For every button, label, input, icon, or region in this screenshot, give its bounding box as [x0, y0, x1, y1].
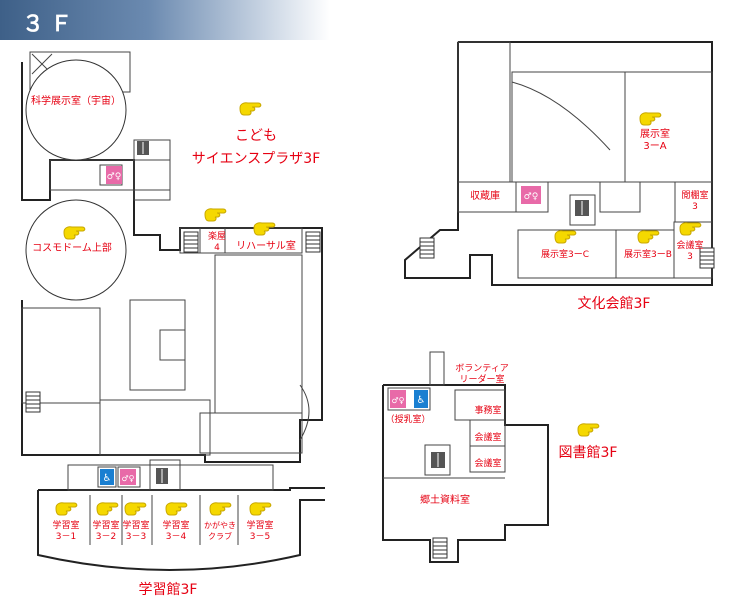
pointing-hand-icon [204, 208, 227, 222]
pointing-hand-icon [249, 502, 272, 516]
cosmo-dome-shape [25, 199, 127, 301]
culture-hall-name: 文化会館3F [578, 295, 651, 312]
svg-text:♂♀: ♂♀ [524, 192, 539, 202]
room-line2: 3－2 [96, 532, 116, 542]
pointing-hand-icon [639, 112, 662, 126]
restroom-icon: ♂♀ [120, 469, 136, 485]
svg-text:♿: ♿ [417, 395, 426, 406]
restroom-icon: ♂♀ [106, 166, 122, 184]
room-line2: 3－1 [56, 532, 76, 542]
wheelchair-icon: ♿ [100, 469, 114, 485]
pointing-hand-icon [55, 502, 78, 516]
rehearsal-room-label: リハーサル室 [236, 239, 296, 252]
room-line1: 学習室 [122, 519, 149, 531]
kagayaki-club: かがやき クラブ [204, 502, 236, 541]
library-name: 図書館3F [559, 444, 618, 461]
learning-room-3-5: 学習室 3－5 [246, 502, 274, 542]
green-room-label: 楽屋 [208, 230, 226, 242]
science-plaza-building [21, 51, 323, 463]
svg-text:♂♀: ♂♀ [391, 396, 404, 405]
svg-text:♂♀: ♂♀ [107, 172, 122, 182]
room-line1: 学習室 [246, 519, 273, 531]
elevator-icon [575, 200, 589, 216]
showroom-3-label: 閲棚室 [681, 189, 708, 201]
elevator-icon [137, 141, 149, 155]
svg-text:♿: ♿ [103, 473, 112, 484]
wheelchair-icon: ♿ [414, 390, 428, 408]
pointing-hand-icon [124, 502, 147, 516]
exhibit-3c-label: 展示室3ーC [541, 248, 589, 260]
volunteer-room-label: ボランティア [455, 363, 508, 374]
room-line2: クラブ [208, 531, 232, 541]
cosmo-dome-label: コスモドーム上部 [32, 241, 112, 254]
science-plaza-name-line1: こども [235, 128, 277, 144]
pointing-hand-icon [165, 502, 188, 516]
restroom-icon: ♂♀ [521, 186, 541, 204]
learning-room-3-1: 学習室 3－1 [52, 502, 80, 542]
showroom-3-number: 3 [692, 202, 698, 212]
volunteer-room-label-2: リーダー室 [459, 373, 504, 385]
pointing-hand-icon [577, 423, 600, 437]
learning-room-3-3: 学習室 3－3 [122, 502, 150, 542]
pointing-hand-icon [96, 502, 119, 516]
svg-text:♂♀: ♂♀ [121, 474, 134, 483]
meeting-3-number: 3 [687, 252, 693, 262]
learning-room-3-2: 学習室 3－2 [92, 502, 120, 542]
room-line1: 学習室 [162, 519, 189, 531]
learning-hall-name: 学習館3F [139, 581, 198, 598]
learning-hall-building [37, 459, 325, 571]
elevator-icon [431, 452, 445, 468]
science-exhibit-room-shape [25, 59, 127, 161]
room-line2: 3－3 [126, 532, 146, 542]
pointing-hand-icon [239, 102, 262, 116]
floor-header: ３Ｆ [0, 0, 330, 40]
room-line2: 3－5 [250, 532, 270, 542]
elevator-icon [156, 468, 168, 484]
green-room-number: 4 [214, 243, 220, 253]
room-line2: 3－4 [166, 532, 187, 542]
pointing-hand-icon [637, 230, 660, 244]
nursing-room-label: （授乳室） [385, 413, 430, 425]
office-label: 事務室 [474, 404, 501, 416]
library-building [382, 351, 549, 563]
meeting-3-label: 会議室 [676, 239, 703, 251]
pointing-hand-icon [679, 222, 702, 236]
meeting-room-a-label: 会議室 [474, 431, 501, 443]
exhibit-3a-number: 3ーA [643, 141, 666, 152]
culture-hall-building [404, 41, 715, 286]
exhibit-3a-label: 展示室 [640, 127, 670, 140]
floor-label: ３Ｆ [22, 12, 79, 37]
room-line1: 学習室 [92, 519, 119, 531]
exhibit-3b-label: 展示室3ーB [624, 248, 672, 260]
storage-room-label: 収蔵庫 [470, 189, 500, 202]
science-exhibit-room-label: 科学展示室（宇宙） [31, 94, 121, 107]
science-plaza-name-line2: サイエンスプラザ3F [192, 151, 321, 167]
pointing-hand-icon [209, 502, 232, 516]
restroom-icon: ♂♀ [390, 390, 406, 408]
learning-room-3-4: 学習室 3－4 [162, 502, 190, 542]
pointing-hand-icon [554, 230, 577, 244]
room-line1: 学習室 [52, 519, 79, 531]
meeting-room-b-label: 会議室 [474, 457, 501, 469]
local-archive-label: 郷土資料室 [420, 493, 470, 506]
room-line1: かがやき [204, 520, 236, 530]
